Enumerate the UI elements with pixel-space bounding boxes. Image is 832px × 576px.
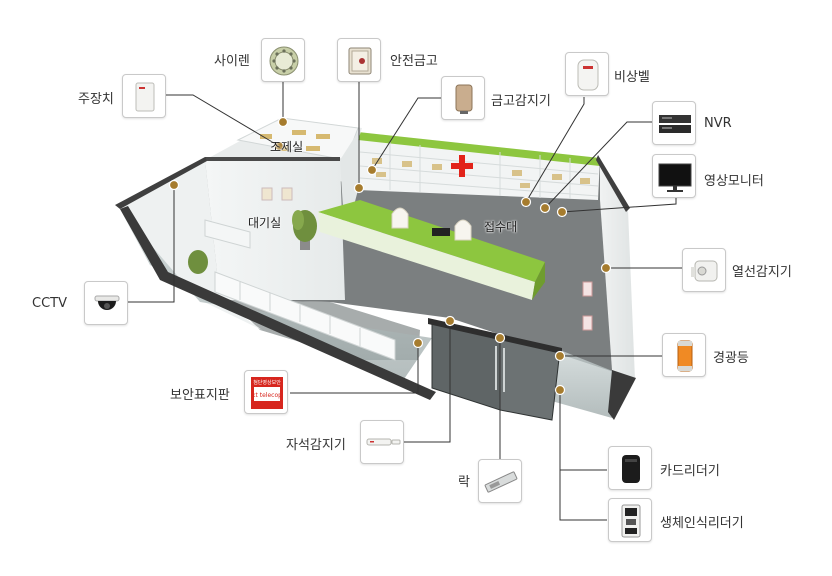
right-wall-top	[596, 155, 630, 212]
sensor-icon	[455, 84, 473, 114]
sign-top-text: 첨단영상보안	[253, 379, 281, 386]
label-monitor: 영상모니터	[704, 174, 764, 189]
label-pir-sensor: 열선감지기	[732, 265, 792, 280]
marker-sign	[412, 337, 424, 349]
pir-sensor-device	[682, 248, 726, 292]
leader-lines	[128, 66, 682, 521]
motion-sensor-icon	[691, 260, 718, 282]
monitor-icon	[658, 163, 692, 192]
label-main-panel: 주장치	[78, 92, 114, 107]
marker-magnetic	[444, 315, 456, 327]
control-panel-icon	[135, 82, 155, 112]
marker-safe	[353, 182, 365, 194]
dispensary-shelves	[236, 117, 359, 161]
marker-safe-sensor	[366, 164, 378, 176]
marker-panic-bell	[520, 196, 532, 208]
door-contact-sensor-icon	[366, 438, 401, 446]
monitor-device	[652, 154, 696, 198]
right-wall	[600, 158, 635, 380]
marker-monitor	[556, 206, 568, 218]
security-sign-icon: 첨단영상보안 kt telecop	[251, 377, 283, 409]
wall-posters	[261, 187, 593, 331]
marker-siren	[277, 116, 289, 128]
reception-counter-side	[532, 262, 545, 300]
label-siren: 사이렌	[214, 54, 250, 69]
electric-lock-icon	[484, 471, 518, 493]
marker-pir	[600, 262, 612, 274]
label-magnetic-sensor: 자석감지기	[286, 438, 346, 453]
marker-lock	[494, 332, 506, 344]
dome-camera-icon	[94, 295, 120, 310]
room-label-waiting: 대기실	[248, 216, 282, 230]
reception-counter-top	[318, 200, 545, 282]
marker-reader	[554, 384, 566, 396]
safe-device	[337, 38, 381, 82]
reception-monitor	[432, 228, 450, 236]
marker-main-panel	[273, 140, 285, 152]
warning-light-device	[662, 333, 706, 377]
dispensary-partition-top	[205, 157, 340, 161]
card-reader-device	[608, 446, 652, 490]
biometric-reader-device	[608, 498, 652, 542]
label-lock: 락	[458, 475, 470, 490]
sensor-markers	[168, 116, 612, 396]
marker-warning-light	[554, 350, 566, 362]
plant-icon	[292, 210, 317, 250]
marker-nvr	[539, 202, 551, 214]
label-nvr: NVR	[704, 116, 732, 131]
label-biometric-reader: 생체인식리더기	[660, 516, 744, 531]
pharmacy-cross-icon	[451, 155, 473, 177]
main-panel-device	[122, 74, 166, 118]
label-panic-bell: 비상벨	[614, 70, 650, 85]
label-card-reader: 카드리더기	[660, 464, 720, 479]
left-wall	[120, 160, 262, 330]
lock-device	[478, 459, 522, 503]
room-label-reception: 접수대	[484, 220, 518, 234]
label-safe: 안전금고	[390, 54, 438, 69]
safe-icon	[348, 47, 372, 75]
card-reader-icon	[622, 455, 640, 483]
reception-chairs	[391, 207, 472, 241]
plant-icon	[188, 250, 208, 274]
fingerprint-reader-icon	[621, 504, 641, 538]
nvr-device	[652, 101, 696, 145]
medicine-boxes	[372, 158, 590, 188]
label-cctv: CCTV	[32, 296, 67, 311]
marker-cctv	[168, 179, 180, 191]
waiting-bench-back	[204, 219, 251, 249]
siren-icon	[269, 46, 299, 76]
facade-right-edge	[608, 370, 636, 420]
sign-brand-text: kt telecop	[252, 392, 282, 399]
label-safe-sensor: 금고감지기	[491, 94, 551, 109]
bench-slats	[239, 282, 361, 346]
strobe-light-icon	[677, 340, 693, 372]
nvr-recorder-icon	[659, 115, 691, 133]
room-label-dispensary: 조제실	[270, 140, 304, 154]
reception-counter-front	[318, 212, 535, 300]
panic-button-icon	[577, 59, 599, 91]
security-sign-device: 첨단영상보안 kt telecop	[244, 370, 288, 414]
safe-sensor-device	[441, 76, 485, 120]
door-frame-top	[428, 318, 562, 354]
panic-bell-device	[565, 52, 609, 96]
label-warning-light: 경광등	[713, 351, 749, 366]
magnetic-sensor-device	[360, 420, 404, 464]
glass-facade-base	[120, 206, 436, 400]
dispensary-partition	[205, 160, 345, 300]
label-security-sign: 보안표지판	[170, 388, 230, 403]
left-wall-top	[115, 157, 207, 209]
siren-device	[261, 38, 305, 82]
waiting-bench-front	[214, 271, 396, 361]
cctv-device	[84, 281, 128, 325]
back-shelves	[359, 142, 599, 199]
